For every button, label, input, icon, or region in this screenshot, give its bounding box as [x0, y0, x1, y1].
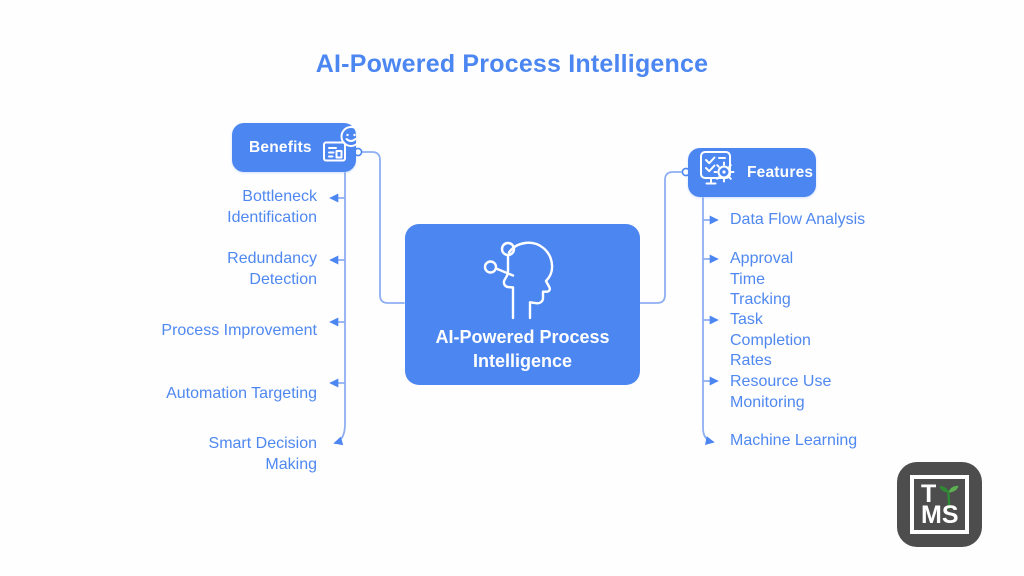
benefit-item: Bottleneck Identification	[227, 188, 317, 226]
benefits-node[interactable]: Benefits	[232, 123, 362, 172]
checklist-gear-icon	[697, 149, 739, 196]
logo-bottom-text: MS	[921, 501, 959, 529]
logo-frame: T MS	[910, 475, 969, 534]
benefit-item: Redundancy Detection	[227, 250, 317, 288]
center-node-label: AI-Powered Process Intelligence	[435, 327, 610, 371]
benefit-item: Automation Targeting	[166, 385, 317, 402]
feature-item: Data Flow Analysis	[730, 211, 866, 228]
feature-item: Approval Time Tracking	[730, 250, 794, 308]
benefit-item: Smart Decision Making	[208, 435, 317, 473]
feature-item: Resource Use Monitoring	[730, 373, 832, 411]
features-label: Features	[747, 163, 814, 181]
page-title: AI-Powered Process Intelligence	[315, 50, 709, 78]
ai-head-icon	[483, 240, 563, 325]
sprout-icon	[938, 485, 960, 514]
feature-item: Task Completion Rates	[730, 311, 811, 369]
feature-item: Machine Learning	[730, 432, 858, 449]
customer-smiley-card-icon	[320, 125, 366, 170]
benefit-item: Process Improvement	[161, 322, 317, 339]
benefits-label: Benefits	[249, 138, 312, 156]
features-node[interactable]: Features	[688, 148, 816, 197]
logo-top-text: T	[921, 480, 937, 508]
tms-logo: T MS	[897, 462, 982, 547]
center-node[interactable]: AI-Powered Process Intelligence	[405, 224, 640, 385]
